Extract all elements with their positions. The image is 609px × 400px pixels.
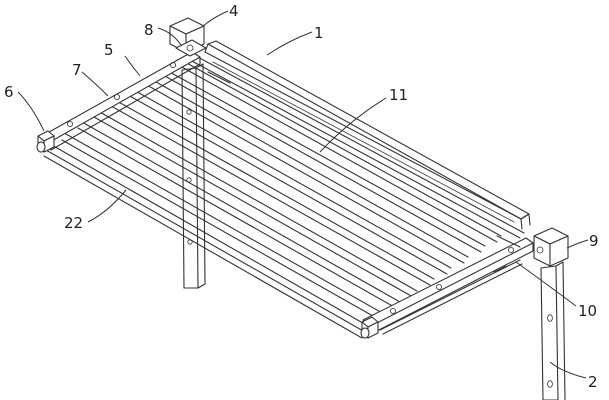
label-6: 6 bbox=[4, 83, 14, 101]
rear-rail bbox=[189, 54, 525, 239]
left-cross-bar bbox=[41, 51, 201, 151]
right-wall-bracket bbox=[540, 261, 566, 400]
label-9: 9 bbox=[589, 232, 599, 250]
slide-rail bbox=[379, 259, 523, 335]
label-2: 2 bbox=[588, 373, 598, 391]
label-22: 22 bbox=[64, 214, 83, 232]
leader-lines bbox=[17, 10, 589, 379]
reference-labels: 1 2 4 5 6 7 8 9 10 11 22 bbox=[4, 2, 599, 391]
right-cross-bar bbox=[362, 237, 534, 335]
label-10: 10 bbox=[578, 302, 597, 320]
label-1: 1 bbox=[314, 24, 324, 42]
label-5: 5 bbox=[104, 41, 114, 59]
stopper-pins bbox=[207, 71, 521, 248]
label-11: 11 bbox=[389, 86, 408, 104]
front-rail bbox=[43, 143, 369, 339]
back-wall-beam bbox=[204, 40, 531, 230]
left-end-cap bbox=[36, 130, 55, 153]
label-8: 8 bbox=[144, 21, 154, 39]
right-mount-block bbox=[533, 227, 569, 267]
label-4: 4 bbox=[229, 2, 239, 20]
left-mount-block bbox=[169, 17, 207, 57]
drying-rods bbox=[61, 60, 502, 321]
left-wall-bracket bbox=[181, 63, 206, 289]
label-7: 7 bbox=[72, 61, 82, 79]
right-end-cap bbox=[360, 316, 379, 339]
